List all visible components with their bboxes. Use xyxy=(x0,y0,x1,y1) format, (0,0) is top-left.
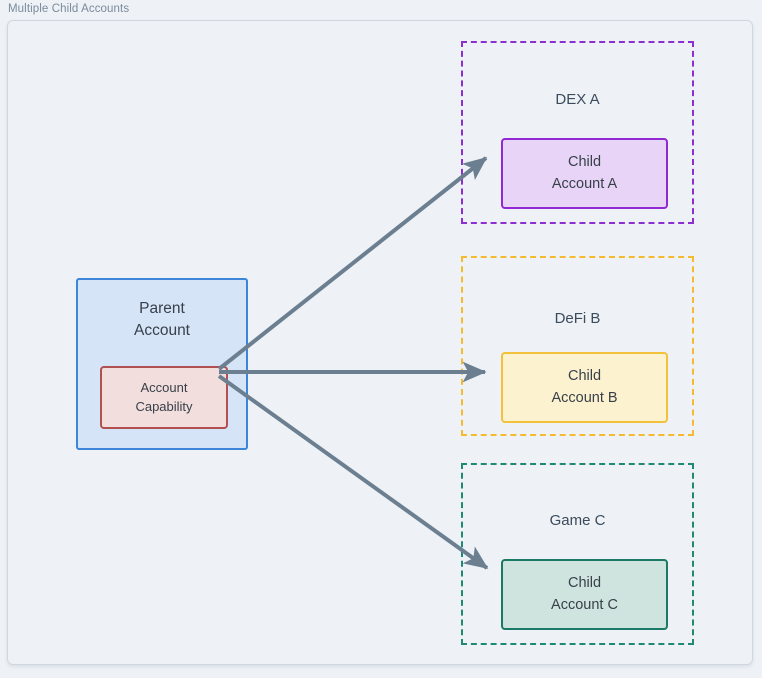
child-account-b-label-line1: Child xyxy=(567,368,602,385)
child-account-c-label-line1: Child xyxy=(567,575,602,592)
diagram-canvas: Parent Account Account Capability DEX A … xyxy=(7,20,753,665)
parent-account-label: Parent Account xyxy=(78,298,246,343)
group-defi-b[interactable]: DeFi B Child Account B xyxy=(461,256,694,436)
child-account-b-box[interactable]: Child Account B xyxy=(501,352,668,423)
group-dex-a-label: DEX A xyxy=(555,91,600,108)
account-capability-label-line1: Account xyxy=(140,380,188,396)
group-game-c[interactable]: Game C Child Account C xyxy=(461,463,694,645)
parent-account-label-line2: Account xyxy=(133,322,190,340)
account-capability-box[interactable]: Account Capability xyxy=(100,366,228,429)
child-account-a-box[interactable]: Child Account A xyxy=(501,138,668,209)
group-game-c-label: Game C xyxy=(549,512,606,529)
group-defi-b-label: DeFi B xyxy=(554,310,601,327)
child-account-a-label-line2: Account A xyxy=(551,175,618,192)
child-account-b-label-line2: Account B xyxy=(551,389,618,406)
child-account-c-box[interactable]: Child Account C xyxy=(501,559,668,630)
group-dex-a[interactable]: DEX A Child Account A xyxy=(461,41,694,224)
child-account-a-label-line1: Child xyxy=(567,154,602,171)
child-account-c-label-line2: Account C xyxy=(551,596,618,613)
parent-account-label-line1: Parent xyxy=(139,300,185,317)
account-capability-label-line2: Capability xyxy=(135,398,193,414)
parent-account-box[interactable]: Parent Account Account Capability xyxy=(76,278,248,450)
diagram-title: Multiple Child Accounts xyxy=(8,3,130,15)
